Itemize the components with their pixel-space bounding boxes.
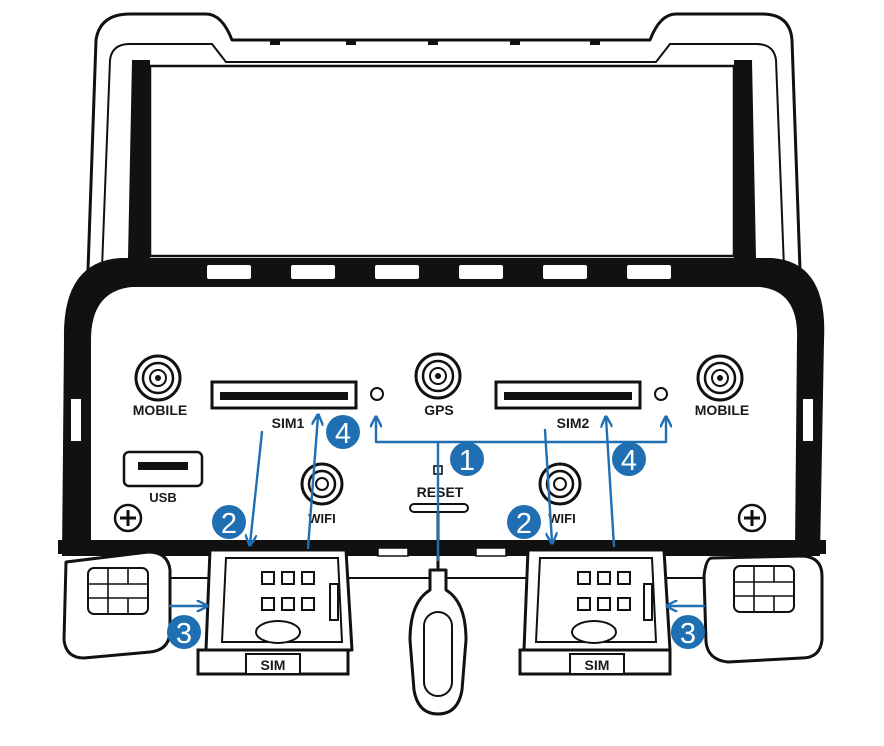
label-wifi-right: WIFI <box>548 511 575 526</box>
label-sim2: SIM2 <box>557 415 590 431</box>
sim2-led <box>654 387 668 401</box>
label-gps: GPS <box>424 402 454 418</box>
svg-text:2: 2 <box>221 508 237 540</box>
sim-tray-right <box>518 548 672 676</box>
usb-port <box>122 450 204 488</box>
wifi-connector-left <box>300 462 344 506</box>
instruction-arrows <box>168 416 706 606</box>
label-sim-tray-left: SIM <box>261 657 286 673</box>
svg-text:3: 3 <box>680 618 696 650</box>
svg-text:4: 4 <box>621 445 637 477</box>
sim-ejector-tool <box>408 512 468 716</box>
wifi-connector-right <box>538 462 582 506</box>
svg-text:3: 3 <box>176 618 192 650</box>
step-badge-1: 1 <box>450 442 484 477</box>
label-mobile-right: MOBILE <box>695 402 749 418</box>
sim-card-left <box>62 550 172 660</box>
label-reset: RESET <box>417 484 464 500</box>
mobile-connector-left <box>134 354 182 402</box>
step-badge-4-left: 4 <box>326 415 360 450</box>
screw-icon <box>737 503 767 533</box>
label-sim1: SIM1 <box>272 415 305 431</box>
svg-text:2: 2 <box>516 508 532 540</box>
step-badge-2-left: 2 <box>212 505 246 540</box>
sim-card-right <box>702 554 824 664</box>
label-sim-tray-right: SIM <box>585 657 610 673</box>
sim1-led <box>370 387 384 401</box>
step-badge-2-right: 2 <box>507 505 541 540</box>
sim-tray-left <box>196 548 354 676</box>
step-badge-3-left: 3 <box>167 615 201 650</box>
router-top-housing <box>86 12 802 272</box>
step-badge-3-right: 3 <box>671 615 705 650</box>
label-wifi-left: WIFI <box>308 511 335 526</box>
svg-text:1: 1 <box>459 445 475 477</box>
label-mobile-left: MOBILE <box>133 402 187 418</box>
label-usb: USB <box>149 490 176 505</box>
step-badge-4-right: 4 <box>612 442 646 477</box>
svg-text:4: 4 <box>335 418 351 450</box>
gps-connector <box>414 352 462 400</box>
screw-icon <box>113 503 143 533</box>
mobile-connector-right <box>696 354 744 402</box>
